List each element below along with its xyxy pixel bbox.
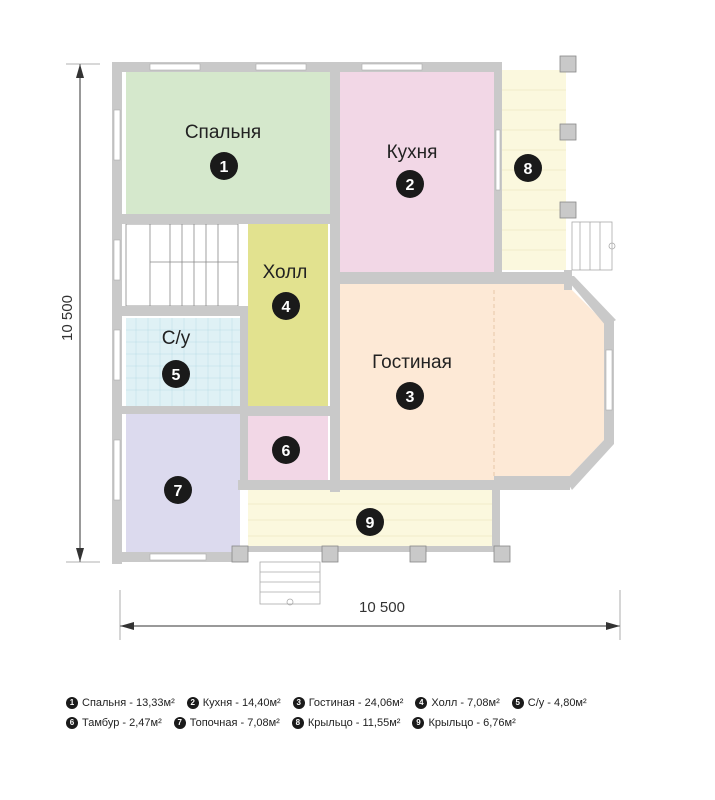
svg-text:7: 7 xyxy=(174,483,183,500)
room-1-bedroom xyxy=(126,72,330,214)
legend-item: 1 Спальня - 13,33м² xyxy=(66,697,175,709)
room-label-1: Спальня xyxy=(185,122,261,143)
room-label-4: Холл xyxy=(263,262,308,283)
svg-text:9: 9 xyxy=(366,515,375,532)
height-dimension-label: 10 500 xyxy=(59,295,76,341)
svg-text:5: 5 xyxy=(172,367,181,384)
legend-number-badge: 6 xyxy=(66,717,78,729)
floor-plan: 10 500 10 500 xyxy=(59,55,621,640)
legend-text: Топочная - 7,08м² xyxy=(189,717,280,729)
legend-text: Гостиная - 24,06м² xyxy=(308,697,404,709)
legend-number-badge: 7 xyxy=(173,717,186,729)
room-badge-4: 4 xyxy=(272,292,300,320)
svg-text:8: 8 xyxy=(524,161,533,178)
svg-text:6: 6 xyxy=(282,443,291,460)
room-badge-1: 1 xyxy=(210,152,238,180)
room-badge-9: 9 xyxy=(356,508,384,536)
legend-number-badge: 3 xyxy=(292,697,305,709)
legend-number-badge: 5 xyxy=(511,697,524,709)
room-3-living xyxy=(340,284,604,480)
svg-text:2: 2 xyxy=(406,177,415,194)
room-badge-6: 6 xyxy=(272,436,300,464)
legend-number-badge: 8 xyxy=(291,717,304,729)
legend-number-badge: 2 xyxy=(186,697,199,709)
porch-deck-lines xyxy=(248,89,566,537)
height-dimension: 10 500 xyxy=(59,63,100,563)
legend-text: С/у - 4,80м² xyxy=(527,697,587,709)
room-badge-3: 3 xyxy=(396,382,424,410)
legend-text: Тамбур - 2,47м² xyxy=(82,717,162,729)
porch-posts xyxy=(231,55,577,563)
legend-text: Крыльцо - 11,55м² xyxy=(307,717,401,729)
room-label-3: Гостиная xyxy=(372,352,452,373)
room-badge-2: 2 xyxy=(396,170,424,198)
svg-text:4: 4 xyxy=(282,299,291,316)
room-badge-8: 8 xyxy=(514,154,542,182)
legend-item: 6 Тамбур - 2,47м² xyxy=(66,717,162,729)
room-label-5: С/у xyxy=(162,328,191,349)
legend-number-badge: 1 xyxy=(66,697,78,709)
room-badge-5: 5 xyxy=(162,360,190,388)
room-badge-7: 7 xyxy=(164,476,192,504)
windows xyxy=(113,63,613,561)
svg-text:3: 3 xyxy=(406,389,415,406)
room-label-2: Кухня xyxy=(387,142,438,163)
staircase xyxy=(125,223,239,307)
legend-text: Холл - 7,08м² xyxy=(431,697,500,709)
width-dimension-label: 10 500 xyxy=(359,599,405,616)
legend-number-badge: 9 xyxy=(412,717,425,729)
legend-number-badge: 4 xyxy=(415,697,428,709)
legend-text: Спальня - 13,33м² xyxy=(82,697,175,709)
width-dimension: 10 500 xyxy=(119,590,621,640)
legend-text: Крыльцо - 6,76м² xyxy=(428,717,516,729)
porch-steps xyxy=(259,221,616,606)
svg-text:1: 1 xyxy=(220,159,229,176)
legend-text: Кухня - 14,40м² xyxy=(202,697,281,709)
